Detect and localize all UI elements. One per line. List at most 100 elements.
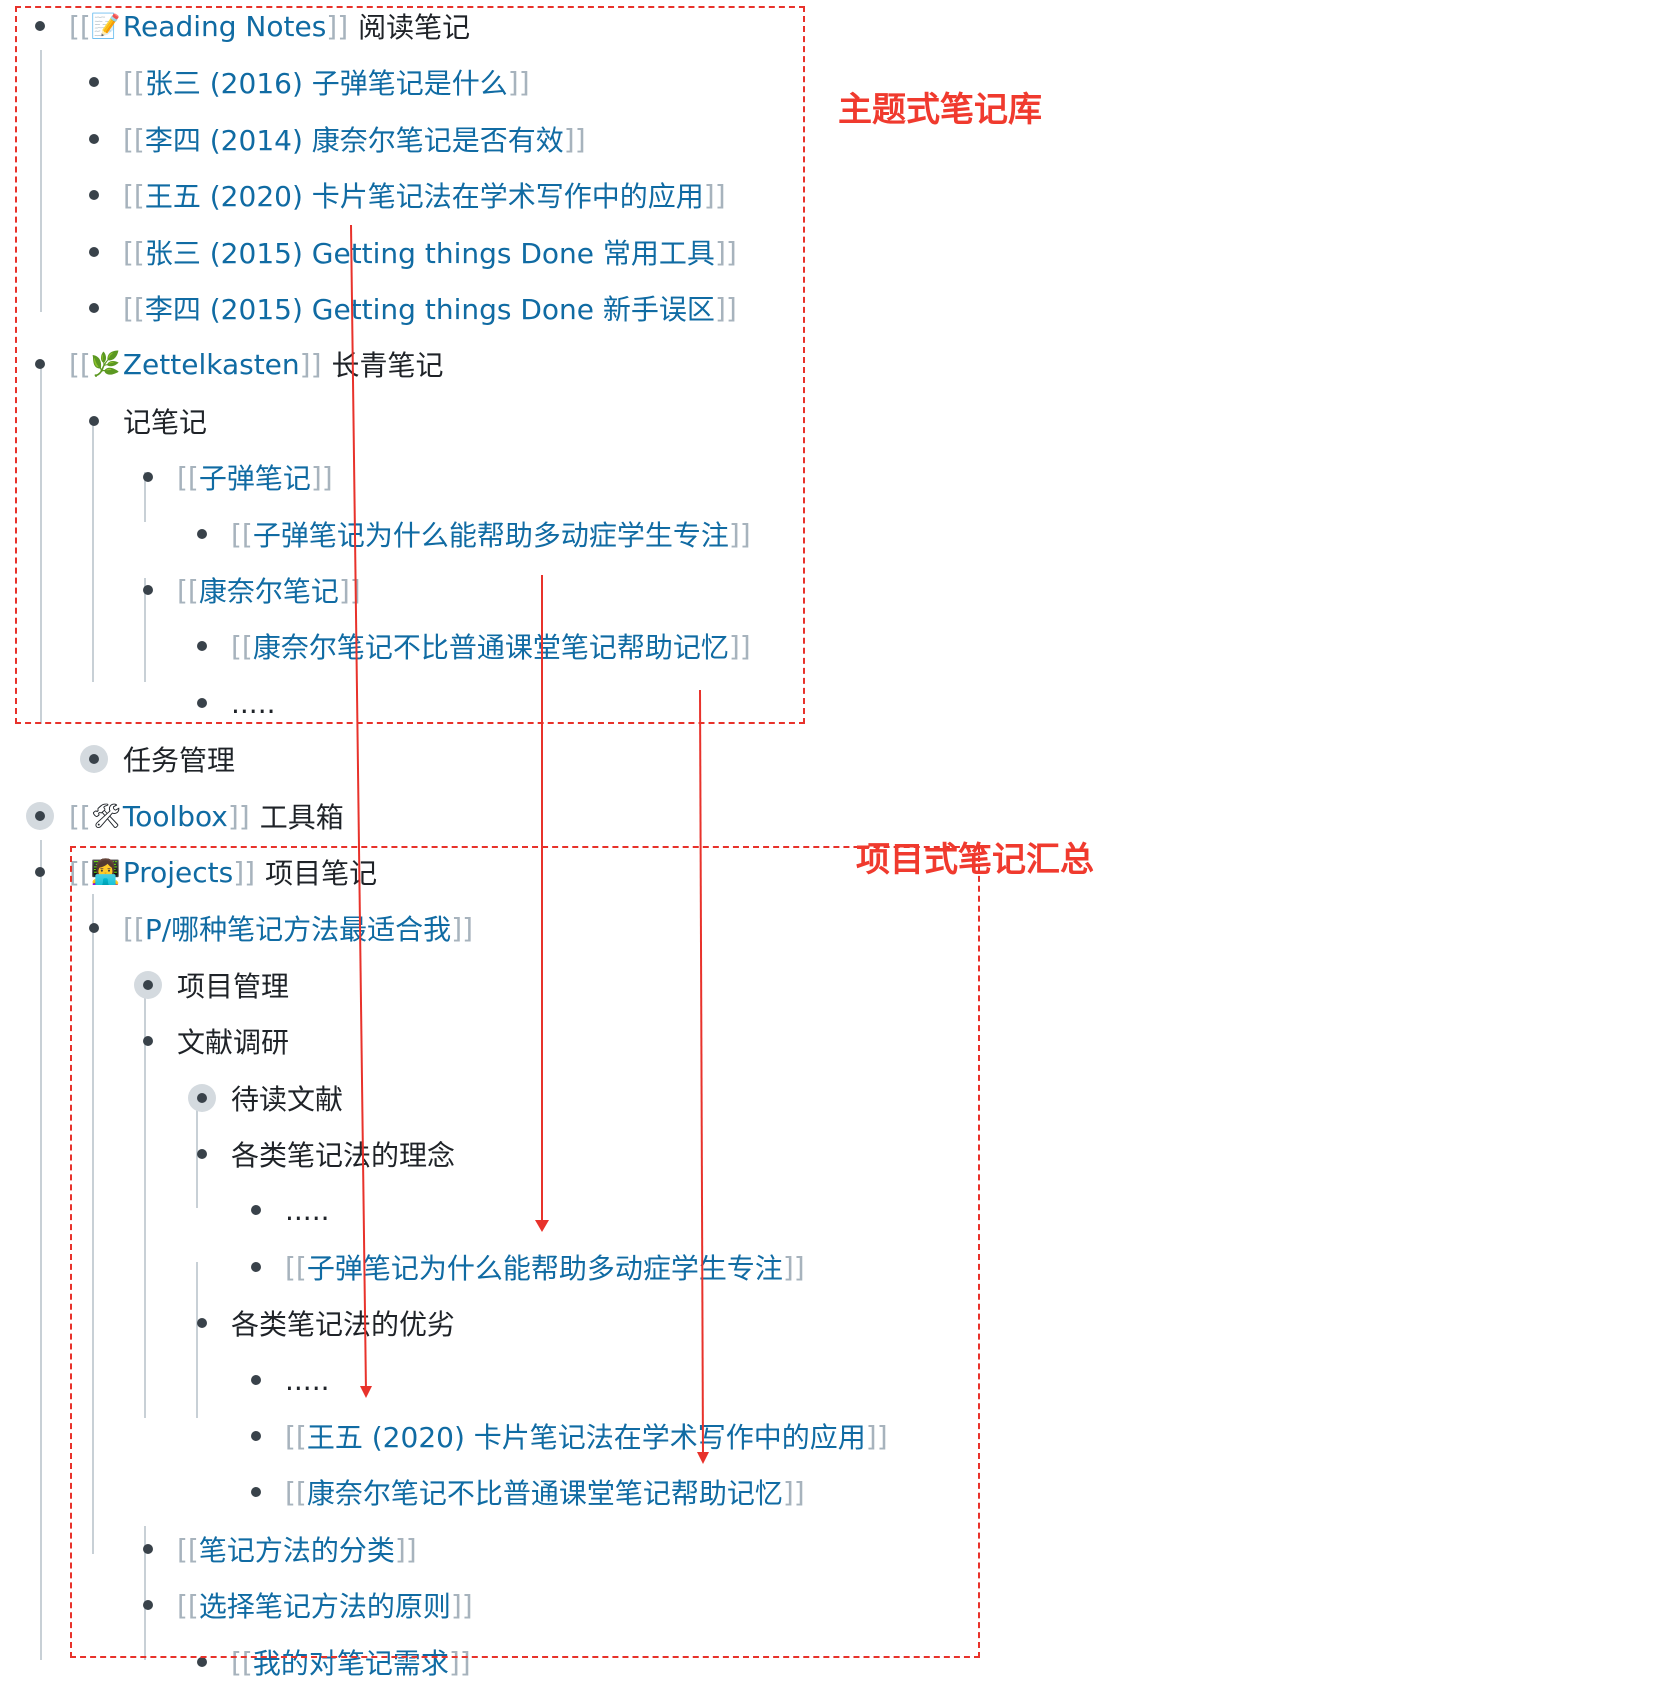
link-bracket-close: ]]: [326, 9, 349, 43]
link-bracket-close: ]]: [450, 1588, 473, 1622]
outline-item: [[P/哪种笔记方法最适合我]]: [123, 900, 473, 956]
page-link[interactable]: P/哪种笔记方法最适合我: [144, 913, 452, 946]
arrow-head: [360, 1386, 372, 1398]
page-link[interactable]: 康奈尔笔记: [198, 575, 339, 608]
page-link[interactable]: Projects: [122, 855, 234, 889]
item-text[interactable]: .....: [231, 686, 276, 720]
link-bracket-open: [[: [123, 65, 145, 99]
item-text[interactable]: 记笔记: [123, 406, 208, 439]
page-link[interactable]: 子弹笔记为什么能帮助多动症学生专注: [252, 519, 729, 552]
indent-guide: [144, 578, 146, 682]
link-bracket-close: ]]: [451, 911, 474, 945]
bullet[interactable]: [251, 1262, 261, 1272]
bullet[interactable]: [143, 1600, 153, 1610]
bullet[interactable]: [89, 923, 99, 933]
link-bracket-close: ]]: [394, 1532, 417, 1566]
page-link[interactable]: Toolbox: [122, 799, 228, 833]
bullet[interactable]: [143, 472, 153, 482]
item-text[interactable]: 任务管理: [123, 744, 236, 777]
page-link[interactable]: 康奈尔笔记不比普通课堂笔记帮助记忆: [306, 1477, 783, 1510]
bullet[interactable]: [251, 1431, 261, 1441]
page-link[interactable]: Zettelkasten: [122, 347, 300, 381]
item-text[interactable]: 项目管理: [177, 970, 290, 1003]
item-text[interactable]: .....: [285, 1363, 330, 1397]
link-bracket-close: ]]: [714, 291, 737, 325]
link-bracket-open: [[: [123, 911, 145, 945]
item-suffix: 长青笔记: [331, 349, 444, 382]
bullet[interactable]: [35, 21, 45, 31]
page-link[interactable]: 王五 (2020) 卡片笔记法在学术写作中的应用: [144, 180, 704, 213]
item-text[interactable]: 各类笔记法的优劣: [231, 1308, 456, 1341]
bullet[interactable]: [143, 1036, 153, 1046]
bullet[interactable]: [89, 247, 99, 257]
arrow-head: [697, 1452, 709, 1464]
link-bracket-open: [[: [123, 122, 145, 156]
bullet[interactable]: [197, 641, 207, 651]
page-link[interactable]: 子弹笔记: [198, 462, 311, 495]
outline-item: 任务管理: [123, 731, 235, 787]
link-bracket-open: [[: [69, 799, 91, 833]
page-link[interactable]: 张三 (2016) 子弹笔记是什么: [144, 67, 508, 100]
bullet[interactable]: [197, 1318, 207, 1328]
indent-guide: [144, 998, 146, 1418]
bullet[interactable]: [89, 416, 99, 426]
link-bracket-open: [[: [123, 291, 145, 325]
collapsed-bullet[interactable]: [26, 802, 54, 830]
bullet[interactable]: [89, 190, 99, 200]
link-bracket-open: [[: [69, 347, 91, 381]
outline-item: [[📝Reading Notes]]阅读笔记: [69, 0, 470, 54]
page-link[interactable]: 李四 (2015) Getting things Done 新手误区: [144, 293, 715, 326]
outline-item: 文献调研: [177, 1013, 289, 1069]
item-text[interactable]: .....: [285, 1193, 330, 1227]
page-link[interactable]: Reading Notes: [122, 9, 327, 43]
page-link[interactable]: 李四 (2014) 康奈尔笔记是否有效: [144, 124, 564, 157]
collapsed-bullet[interactable]: [188, 1084, 216, 1112]
bullet[interactable]: [251, 1205, 261, 1215]
project-summary-label: 项目式笔记汇总: [856, 840, 1094, 880]
arrow-line: [699, 689, 704, 1459]
bullet[interactable]: [197, 698, 207, 708]
page-link[interactable]: 笔记方法的分类: [198, 1534, 395, 1567]
link-bracket-close: ]]: [310, 460, 333, 494]
outline-item: 各类笔记法的优劣: [231, 1295, 455, 1351]
item-text[interactable]: 各类笔记法的理念: [231, 1139, 456, 1172]
bullet[interactable]: [89, 77, 99, 87]
bullet[interactable]: [89, 134, 99, 144]
link-bracket-close: ]]: [782, 1250, 805, 1284]
page-link[interactable]: 康奈尔笔记不比普通课堂笔记帮助记忆: [252, 631, 729, 664]
link-bracket-open: [[: [69, 855, 91, 889]
indent-guide: [144, 472, 146, 522]
link-bracket-close: ]]: [703, 178, 726, 212]
collapsed-bullet[interactable]: [134, 971, 162, 999]
link-bracket-open: [[: [177, 1588, 199, 1622]
outline-item: [[王五 (2020) 卡片笔记法在学术写作中的应用]]: [285, 1408, 888, 1464]
bullet[interactable]: [143, 1544, 153, 1554]
bullet[interactable]: [197, 1149, 207, 1159]
bullet[interactable]: [197, 529, 207, 539]
bullet[interactable]: [251, 1375, 261, 1385]
bullet[interactable]: [143, 585, 153, 595]
bullet[interactable]: [89, 303, 99, 313]
page-link[interactable]: 选择笔记方法的原则: [198, 1590, 451, 1623]
bullet[interactable]: [35, 867, 45, 877]
link-bracket-close: ]]: [782, 1475, 805, 1509]
page-link[interactable]: 子弹笔记为什么能帮助多动症学生专注: [306, 1252, 783, 1285]
tools-icon: 🛠: [90, 802, 122, 830]
bullet[interactable]: [251, 1487, 261, 1497]
page-link[interactable]: 张三 (2015) Getting things Done 常用工具: [144, 237, 715, 270]
outline-item: 待读文献: [231, 1070, 343, 1126]
outline-item: .....: [285, 1182, 330, 1238]
bullet[interactable]: [35, 359, 45, 369]
outline-item: [[王五 (2020) 卡片笔记法在学术写作中的应用]]: [123, 167, 726, 223]
link-bracket-close: ]]: [299, 347, 322, 381]
collapsed-bullet[interactable]: [80, 745, 108, 773]
indent-guide: [144, 1526, 146, 1660]
item-text[interactable]: 文献调研: [177, 1026, 290, 1059]
item-text[interactable]: 待读文献: [231, 1083, 344, 1116]
outline-item: [[康奈尔笔记]]: [177, 562, 361, 618]
outline-item: [[康奈尔笔记不比普通课堂笔记帮助记忆]]: [231, 618, 751, 674]
bullet[interactable]: [197, 1657, 207, 1667]
outline-item: [[张三 (2015) Getting things Done 常用工具]]: [123, 224, 737, 280]
page-link[interactable]: 王五 (2020) 卡片笔记法在学术写作中的应用: [306, 1421, 866, 1454]
herb-icon: 🌿: [90, 350, 121, 378]
